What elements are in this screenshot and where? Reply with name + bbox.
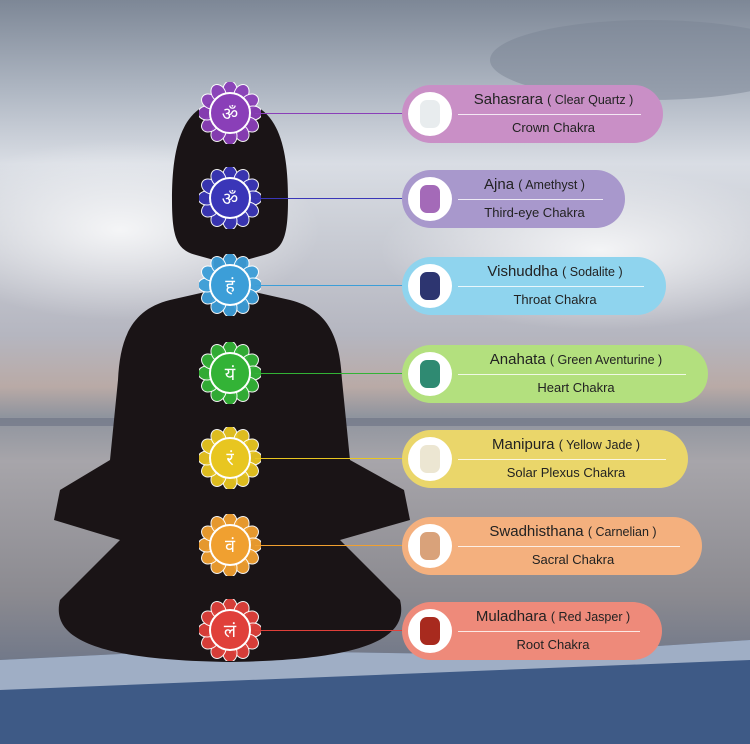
stone-name: ( Sodalite ) [562,265,623,279]
chakra-english-name: Third-eye Chakra [484,205,585,220]
svg-text:यं: यं [225,364,236,385]
chakra-title: Manipura ( Yellow Jade ) [458,436,674,453]
sahasrara-chakra-symbol-icon: ॐ [197,80,263,146]
chakra-title: Anahata ( Green Aventurine ) [458,351,694,368]
manipura-chakra-symbol-icon: रं [197,425,263,491]
chakra-label-muladhara: Muladhara ( Red Jasper ) Root Chakra [402,602,662,660]
chakra-label-vishuddha: Vishuddha ( Sodalite ) Throat Chakra [402,257,666,315]
stone-name: ( Green Aventurine ) [549,353,663,367]
stone-image [408,177,452,221]
stone-name: ( Yellow Jade ) [558,438,641,452]
chakra-title: Swadhisthana ( Carnelian ) [458,523,688,540]
svg-text:हं: हं [225,276,235,297]
svg-text:वं: वं [225,536,236,557]
chakra-english-name: Crown Chakra [511,120,596,135]
svg-text:रं: रं [226,449,234,470]
chakra-label-sahasrara: Sahasrara ( Clear Quartz ) Crown Chakra [402,85,663,143]
divider [458,546,680,547]
ajna-chakra-symbol-icon: ॐ [197,165,263,231]
chakra-title: Vishuddha ( Sodalite ) [458,263,652,280]
chakra-name: Vishuddha [487,263,558,280]
stone-image [408,524,452,568]
chakra-name: Swadhisthana [489,523,584,540]
chakra-label-swadhisthana: Swadhisthana ( Carnelian ) Sacral Chakra [402,517,702,575]
svg-text:ॐ: ॐ [222,104,238,125]
swadhisthana-chakra-symbol-icon: वं [197,512,263,578]
chakra-name: Anahata [489,351,546,368]
chakra-title: Muladhara ( Red Jasper ) [458,608,648,625]
connector-line [255,373,405,374]
stone-image [408,352,452,396]
connector-line [255,285,405,286]
divider [458,114,641,115]
muladhara-chakra-symbol-icon: लं [197,597,263,663]
chakra-name: Sahasrara [473,91,543,108]
anahata-chakra-symbol-icon: यं [197,340,263,406]
chakra-name: Ajna [484,176,515,193]
stone-name: ( Red Jasper ) [550,610,631,624]
divider [458,286,644,287]
chakra-english-name: Sacral Chakra [531,552,615,567]
chakra-english-name: Heart Chakra [537,380,615,395]
chakra-title: Sahasrara ( Clear Quartz ) [458,91,649,108]
stone-image [408,437,452,481]
chakra-title: Ajna ( Amethyst ) [458,176,611,193]
connector-line [255,630,405,631]
stone-image [408,92,452,136]
divider [458,374,686,375]
chakra-label-anahata: Anahata ( Green Aventurine ) Heart Chakr… [402,345,708,403]
stone-image [408,264,452,308]
svg-text:लं: लं [224,621,237,642]
chakra-label-manipura: Manipura ( Yellow Jade ) Solar Plexus Ch… [402,430,688,488]
vishuddha-chakra-symbol-icon: हं [197,252,263,318]
divider [458,199,603,200]
divider [458,631,640,632]
stone-name: ( Amethyst ) [518,178,585,192]
stone-name: ( Clear Quartz ) [547,93,634,107]
stone-image [408,609,452,653]
svg-text:ॐ: ॐ [222,189,238,210]
divider [458,459,666,460]
chakra-name: Muladhara [475,608,547,625]
stone-name: ( Carnelian ) [587,525,657,539]
chakra-english-name: Solar Plexus Chakra [506,465,626,480]
connector-line [255,198,405,199]
connector-line [255,113,405,114]
chakra-label-ajna: Ajna ( Amethyst ) Third-eye Chakra [402,170,625,228]
chakra-name: Manipura [491,436,555,453]
chakra-english-name: Throat Chakra [513,292,597,307]
connector-line [255,458,405,459]
connector-line [255,545,405,546]
chakra-english-name: Root Chakra [516,637,590,652]
